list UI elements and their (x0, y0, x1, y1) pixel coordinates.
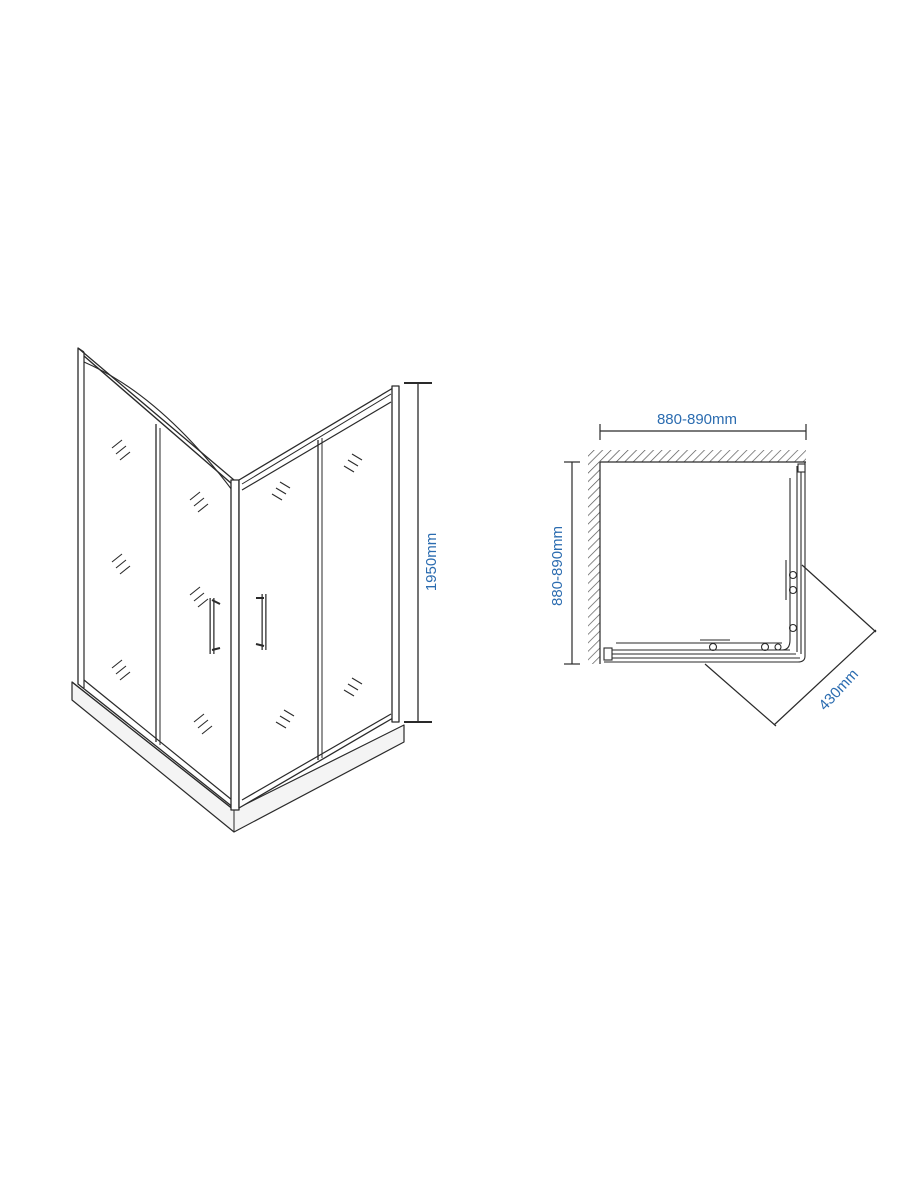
perspective-view (71, 347, 432, 833)
door-handle-left (209, 598, 221, 654)
entry-dimension-label: 430mm (815, 666, 862, 714)
depth-dimension-label: 880-890mm (549, 526, 566, 606)
entry-dimension-line (704, 564, 877, 727)
enclosure-profiles (603, 462, 806, 663)
width-dimension-line (599, 424, 807, 440)
plan-view (564, 424, 877, 727)
right-glass-panel (238, 385, 400, 809)
corner-post (230, 479, 240, 811)
height-dimension-label: 1950mm (423, 533, 440, 591)
wall-hatching (588, 450, 806, 664)
depth-dimension-line (564, 461, 580, 665)
glass-reflection-marks (111, 439, 363, 735)
width-dimension-label: 880-890mm (657, 411, 737, 428)
height-dimension-line (404, 382, 432, 723)
left-glass-panel (77, 347, 235, 809)
door-handle-right (255, 594, 267, 650)
